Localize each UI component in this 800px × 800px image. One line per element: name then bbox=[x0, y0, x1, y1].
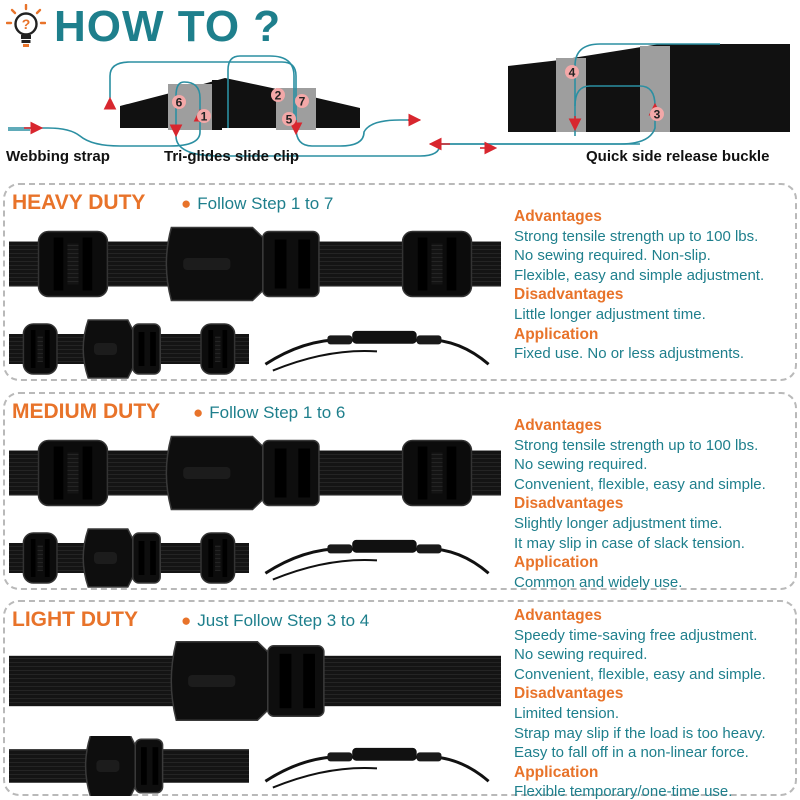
step-2-marker bbox=[271, 88, 285, 102]
step-4-label: 4 bbox=[569, 66, 576, 80]
light-advantages-heading: Advantages bbox=[514, 607, 602, 624]
step-2-label: 2 bbox=[275, 89, 282, 103]
medium-strap-photo bbox=[9, 435, 501, 511]
medium-disadvantage-item: It may slip in case of slack tension. bbox=[514, 534, 745, 552]
step-3-marker bbox=[650, 107, 664, 121]
light-application-item: Flexible temporary/one-time use. bbox=[514, 783, 733, 800]
light-loop-photo bbox=[264, 747, 490, 789]
bullet-dot-icon: ● bbox=[181, 194, 192, 213]
medium-advantage-item: Strong tensile strength up to 100 lbs. bbox=[514, 436, 759, 454]
heavy-loop-photo bbox=[264, 330, 490, 372]
lightbulb-question-icon: ? bbox=[6, 4, 46, 47]
medium-duty-title: MEDIUM DUTY bbox=[12, 400, 161, 423]
light-application-heading: Application bbox=[514, 763, 599, 781]
light-duty-panel: LIGHT DUTY ● Just Follow Step 3 to 4 Advan… bbox=[3, 600, 797, 800]
light-strap-small-photo bbox=[9, 734, 249, 798]
heavy-advantage-item: No sewing required. Non-slip. bbox=[514, 247, 711, 265]
buckle-label: Quick side release buckle bbox=[586, 148, 770, 165]
svg-text:?: ? bbox=[22, 16, 31, 32]
threading-diagram: 1 2 3 4 5 6 7 bbox=[8, 43, 790, 157]
light-duty-step-text: Just Follow Step 3 to 4 bbox=[197, 611, 370, 630]
light-disadvantages-heading: Disadvantages bbox=[514, 685, 624, 703]
medium-duty-panel: MEDIUM DUTY ● Follow Step 1 to 6 Advantage… bbox=[3, 392, 799, 592]
light-disadvantage-item: Strap may slip if the load is too heavy. bbox=[514, 724, 766, 742]
step-7-marker bbox=[295, 94, 309, 108]
heavy-disadvantages-heading: Disadvantages bbox=[514, 286, 624, 304]
webbing-strap-label: Webbing strap bbox=[6, 148, 110, 165]
heavy-application-heading: Application bbox=[514, 325, 599, 343]
step-4-marker bbox=[565, 65, 579, 79]
light-advantage-item: Convenient, flexible, easy and simple. bbox=[514, 665, 766, 683]
heavy-duty-title: HEAVY DUTY bbox=[12, 191, 146, 214]
light-duty-step: ● Just Follow Step 3 to 4 bbox=[181, 611, 369, 631]
heavy-disadvantage-item: Little longer adjustment time. bbox=[514, 305, 706, 323]
light-strap-photo bbox=[9, 641, 501, 721]
step-6-marker bbox=[172, 95, 186, 109]
medium-loop-photo bbox=[264, 539, 490, 581]
tri-glide-label: Tri-glides slide clip bbox=[164, 148, 300, 165]
medium-duty-step-text: Follow Step 1 to 6 bbox=[209, 403, 346, 422]
heavy-application-item: Fixed use. No or less adjustments. bbox=[514, 345, 745, 363]
medium-advantage-item: Convenient, flexible, easy and simple. bbox=[514, 475, 766, 493]
heavy-duty-panel: HEAVY DUTY ● Follow Step 1 to 7 Advantages… bbox=[3, 183, 797, 381]
step-7-label: 7 bbox=[299, 95, 306, 109]
medium-disadvantage-item: Slightly longer adjustment time. bbox=[514, 514, 723, 532]
heavy-duty-step-text: Follow Step 1 to 7 bbox=[197, 194, 334, 213]
light-disadvantage-item: Easy to fall off in a non-linear force. bbox=[514, 744, 749, 762]
medium-advantages-heading: Advantages bbox=[514, 417, 602, 434]
light-duty-title: LIGHT DUTY bbox=[12, 608, 138, 631]
step-5-marker bbox=[282, 112, 296, 126]
heavy-advantage-item: Strong tensile strength up to 100 lbs. bbox=[514, 227, 759, 245]
heavy-duty-step: ● Follow Step 1 to 7 bbox=[181, 194, 333, 214]
bullet-dot-icon: ● bbox=[181, 611, 192, 630]
medium-strap-small-photo bbox=[9, 528, 249, 588]
step-3-label: 3 bbox=[654, 108, 661, 122]
heavy-strap-small-photo bbox=[9, 319, 249, 379]
medium-duty-step: ● Follow Step 1 to 6 bbox=[193, 403, 345, 423]
light-advantage-item: Speedy time-saving free adjustment. bbox=[514, 626, 758, 644]
step-1-label: 1 bbox=[201, 110, 208, 124]
how-to-header: ? HOW TO ? bbox=[0, 0, 800, 180]
light-advantage-item: No sewing required. bbox=[514, 646, 648, 664]
step-5-label: 5 bbox=[286, 113, 293, 127]
medium-disadvantages-heading: Disadvantages bbox=[514, 495, 624, 513]
step-1-marker bbox=[197, 109, 211, 123]
medium-application-heading: Application bbox=[514, 554, 599, 572]
medium-application-item: Common and widely use. bbox=[514, 573, 683, 591]
light-disadvantage-item: Limited tension. bbox=[514, 704, 620, 722]
heavy-advantage-item: Flexible, easy and simple adjustment. bbox=[514, 266, 765, 284]
step-6-label: 6 bbox=[176, 96, 183, 110]
heavy-advantages-heading: Advantages bbox=[514, 208, 602, 225]
medium-advantage-item: No sewing required. bbox=[514, 456, 648, 474]
bullet-dot-icon: ● bbox=[193, 403, 204, 422]
page-title: HOW TO ? bbox=[54, 2, 282, 51]
heavy-strap-photo bbox=[9, 226, 501, 302]
tri-glide-clip bbox=[120, 78, 360, 128]
